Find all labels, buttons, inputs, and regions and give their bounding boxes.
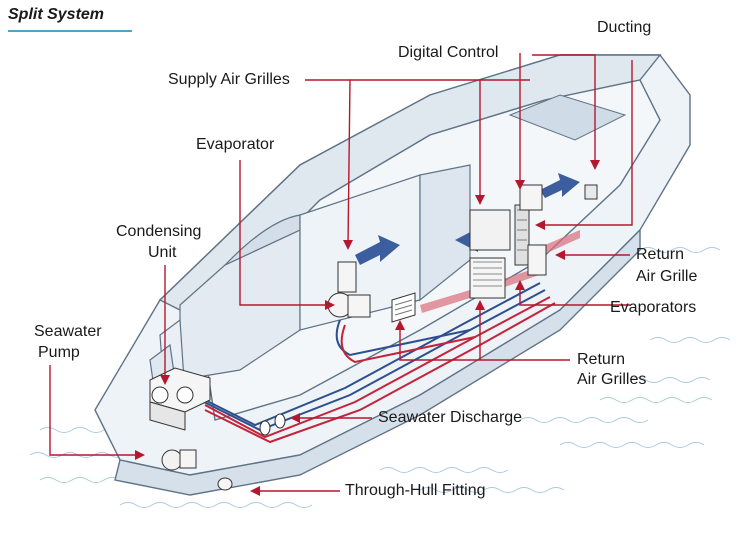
label-return-air-grille-line1: Return xyxy=(636,246,685,263)
leader-lines xyxy=(49,53,633,492)
label-through-hull-fitting: Through-Hull Fitting xyxy=(345,482,486,499)
piping-lines xyxy=(194,282,556,444)
label-evaporators: Evaporators xyxy=(610,299,697,316)
label-condensing-unit-line2: Unit xyxy=(148,244,177,261)
seawater-discharge-fittings xyxy=(259,413,286,436)
label-digital-control: Digital Control xyxy=(398,44,499,61)
water-waves xyxy=(29,247,731,508)
label-return-air-grilles-line1: Return xyxy=(577,351,626,368)
evaporators-cluster xyxy=(469,184,598,299)
return-grille-mid xyxy=(391,292,416,323)
diagram-title: Split System xyxy=(8,6,105,23)
through-hull-fitting xyxy=(217,477,233,491)
seawater-pump xyxy=(161,449,197,471)
label-return-air-grille-line2: Air Grille xyxy=(636,268,698,285)
label-return-air-grilles-line2: Air Grilles xyxy=(577,371,647,388)
label-condensing-unit-line1: Condensing xyxy=(116,223,202,240)
leader-arrowheads xyxy=(135,160,600,496)
label-evaporator: Evaporator xyxy=(196,136,275,153)
deck-hatch xyxy=(508,94,627,141)
evaporator-unit xyxy=(327,261,371,318)
label-ducting: Ducting xyxy=(597,19,652,36)
label-supply-air-grilles: Supply Air Grilles xyxy=(168,71,290,88)
label-seawater-pump-line1: Seawater xyxy=(34,323,102,340)
label-seawater-pump-line2: Pump xyxy=(38,344,80,361)
title-underline xyxy=(8,30,132,32)
label-seawater-discharge: Seawater Discharge xyxy=(378,409,523,426)
